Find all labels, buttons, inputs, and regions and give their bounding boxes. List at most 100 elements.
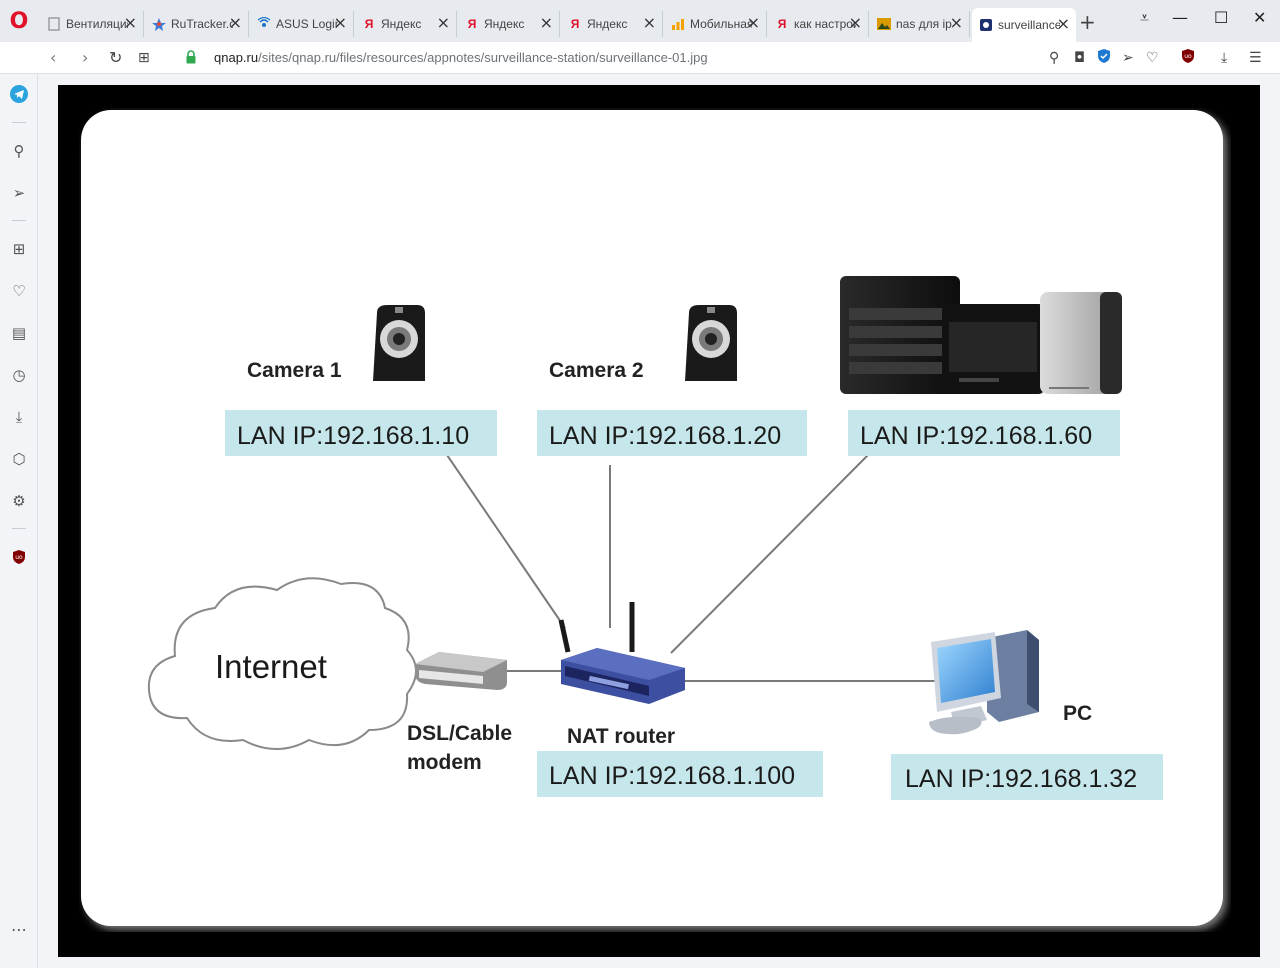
- camera-2-label: Camera 2: [549, 359, 644, 382]
- nat-router-icon: [558, 602, 685, 704]
- tab-yandex-3[interactable]: Я Яндекс ×: [561, 11, 663, 37]
- telegram-icon[interactable]: [8, 83, 30, 105]
- close-tab-icon[interactable]: ×: [949, 13, 963, 32]
- ublock-icon[interactable]: uo: [8, 546, 30, 568]
- sidebar-separator: [12, 220, 26, 221]
- router-ip-box: [537, 751, 823, 797]
- line-nas-router: [670, 454, 869, 654]
- tab-mobile[interactable]: Мобильная ×: [664, 11, 767, 37]
- minimize-button[interactable]: —: [1172, 8, 1188, 27]
- opera-menu-icon[interactable]: O: [9, 9, 29, 34]
- camera-1-ip-box: [225, 410, 497, 456]
- close-tab-icon[interactable]: ×: [848, 13, 862, 32]
- pc-label: PC: [1063, 702, 1092, 725]
- download-icon[interactable]: ⤓: [1221, 50, 1228, 66]
- address-bar: ‹ › ↻ ⊞ qnap.ru/sites/qnap.ru/files/reso…: [0, 42, 1280, 74]
- network-diagram: Camera 1 Camera 2: [81, 110, 1223, 926]
- close-tab-icon[interactable]: ×: [1056, 14, 1070, 33]
- rutracker-icon: [151, 16, 167, 32]
- qnap-icon: [978, 17, 994, 33]
- ublock-icon[interactable]: uo: [1181, 48, 1195, 70]
- heart-icon[interactable]: ♡: [1146, 50, 1159, 66]
- settings-gear-icon[interactable]: ⚙: [12, 492, 26, 510]
- internet-cloud-icon: [147, 577, 417, 750]
- yandex-icon: Я: [777, 17, 787, 31]
- tab-yandex-1[interactable]: Я Яндекс ×: [355, 11, 457, 37]
- reload-button[interactable]: ↻: [109, 48, 123, 67]
- svg-text:uo: uo: [15, 554, 23, 561]
- close-tab-icon[interactable]: ×: [333, 13, 347, 32]
- tab-rutracker[interactable]: RuTracker.org ×: [145, 11, 249, 37]
- tab-asus-login[interactable]: ASUS Login ×: [250, 11, 354, 37]
- vpn-shield-icon[interactable]: [1097, 48, 1111, 70]
- url-path: /sites/qnap.ru/files/resources/appnotes/…: [258, 50, 708, 65]
- chart-icon: [670, 16, 686, 32]
- close-tab-icon[interactable]: ×: [746, 13, 760, 32]
- close-tab-icon[interactable]: ×: [642, 13, 656, 32]
- history-icon[interactable]: ◷: [12, 366, 26, 384]
- tab-nas-for-ip[interactable]: nas для ip ×: [870, 11, 970, 37]
- tab-menu-icon[interactable]: ⩡: [1140, 8, 1150, 27]
- modem-label-line2: modem: [407, 751, 482, 774]
- yandex-icon: Я: [364, 17, 374, 31]
- line-camera1-router: [446, 454, 566, 629]
- modem-label-line1: DSL/Cable: [407, 722, 512, 745]
- bookmarks-heart-icon[interactable]: ♡: [12, 282, 26, 300]
- tab-label: ASUS Login: [276, 17, 338, 31]
- easy-setup-icon[interactable]: ☰: [1249, 50, 1262, 66]
- zoom-icon[interactable]: ⚲: [1049, 50, 1060, 66]
- forward-button[interactable]: ›: [82, 48, 89, 67]
- lock-icon[interactable]: [186, 50, 196, 64]
- extensions-cube-icon[interactable]: ⬡: [12, 450, 26, 468]
- close-tab-icon[interactable]: ×: [123, 13, 137, 32]
- image-icon: [876, 16, 892, 32]
- camera-1-ip: LAN IP:192.168.1.10: [237, 422, 469, 450]
- url-field[interactable]: qnap.ru/sites/qnap.ru/files/resources/ap…: [214, 50, 708, 65]
- send-icon[interactable]: ➢: [1122, 50, 1134, 66]
- tab-ventilation[interactable]: Вентиляция ×: [40, 11, 144, 37]
- close-tab-icon[interactable]: ×: [228, 13, 242, 32]
- tab-label: surveillance: [998, 18, 1060, 32]
- close-window-button[interactable]: ✕: [1253, 8, 1267, 27]
- downloads-icon[interactable]: ⤓: [15, 408, 23, 426]
- speed-dial-icon[interactable]: ⊞: [12, 240, 26, 258]
- back-button[interactable]: ‹: [50, 48, 57, 67]
- pc-icon: [929, 630, 1039, 735]
- nas-ip-box: [848, 410, 1120, 456]
- tab-label: RuTracker.org: [171, 17, 233, 31]
- sidebar: ⚲ ➢ ⊞ ♡ ▤ ◷ ⤓ ⬡ ⚙ uo ⋯: [0, 74, 38, 968]
- asus-router-icon: [256, 16, 272, 32]
- sidebar-separator: [12, 122, 26, 123]
- tab-yandex-2[interactable]: Я Яндекс ×: [458, 11, 560, 37]
- tab-label: Вентиляция: [66, 17, 128, 31]
- page-icon: [46, 16, 62, 32]
- tab-label: как настроить: [794, 17, 856, 31]
- tab-label: Яндекс: [587, 17, 628, 31]
- nas-ip: LAN IP:192.168.1.60: [860, 422, 1092, 450]
- close-tab-icon[interactable]: ×: [539, 13, 553, 32]
- news-icon[interactable]: ▤: [11, 324, 27, 342]
- pc-ip-box: [891, 754, 1163, 800]
- tab-how-to-configure[interactable]: Я как настроить ×: [768, 11, 869, 37]
- tab-grid-icon[interactable]: ⊞: [138, 50, 150, 66]
- url-host: qnap.ru: [214, 50, 259, 65]
- new-tab-button[interactable]: +: [1079, 10, 1096, 34]
- pc-ip: LAN IP:192.168.1.32: [905, 765, 1137, 793]
- more-options-icon[interactable]: ⋯: [11, 919, 27, 939]
- router-ip: LAN IP:192.168.1.100: [549, 762, 795, 790]
- send-icon[interactable]: ➢: [12, 184, 26, 202]
- search-icon[interactable]: ⚲: [13, 142, 25, 160]
- tab-label: Яндекс: [381, 17, 422, 31]
- svg-text:uo: uo: [1184, 53, 1192, 60]
- camera-1-label: Camera 1: [247, 359, 342, 382]
- tab-label: Мобильная: [690, 17, 752, 31]
- snapshot-icon[interactable]: ◘: [1074, 50, 1086, 66]
- camera-2-icon: [685, 305, 737, 381]
- tab-surveillance[interactable]: surveillance ×: [972, 8, 1076, 42]
- router-label: NAT router: [567, 725, 675, 748]
- sidebar-separator: [12, 528, 26, 529]
- yandex-icon: Я: [467, 17, 477, 31]
- camera-2-ip: LAN IP:192.168.1.20: [549, 422, 781, 450]
- close-tab-icon[interactable]: ×: [436, 13, 450, 32]
- maximize-button[interactable]: ☐: [1214, 8, 1229, 27]
